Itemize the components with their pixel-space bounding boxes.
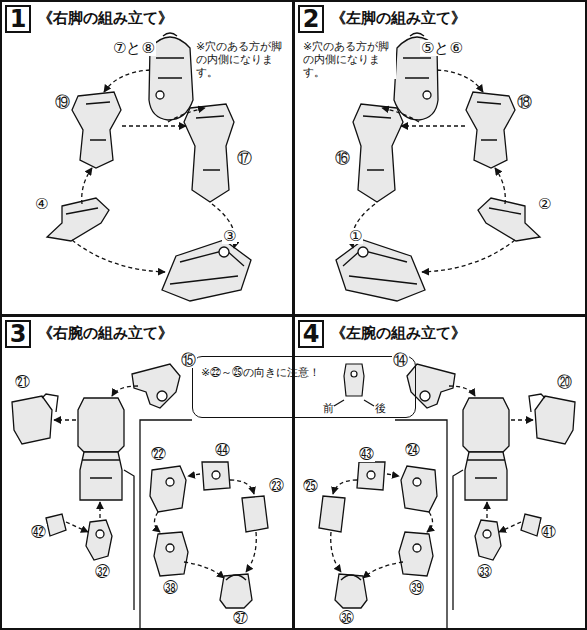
arm-parts	[12, 364, 268, 630]
orientation-icon	[334, 364, 374, 406]
callout-number: ⑱	[516, 94, 533, 110]
callout-number: ㉕	[302, 478, 319, 494]
arm-parts-mirror	[319, 364, 575, 630]
callout-number: ④	[34, 196, 49, 212]
note-text: ※穴のある方が脚の内側になります。	[195, 40, 289, 79]
callout-number: ㊳	[162, 580, 179, 596]
step-heading: 《右脚の組み立て》	[38, 9, 173, 28]
callout-number: ㉓	[268, 478, 285, 494]
callout-number: ③	[222, 228, 237, 244]
callout-number: ⑰	[236, 150, 253, 166]
callout-number: ①	[348, 228, 363, 244]
direction-label: 後	[374, 402, 387, 415]
callout-number: ⑲	[54, 94, 71, 110]
callout-number: ⑦と⑧	[112, 40, 156, 56]
callout-number: ㊹	[214, 442, 231, 458]
callout-number: ㊴	[408, 580, 425, 596]
callout-number: ㊶	[540, 524, 557, 540]
callout-number: ⑭	[392, 352, 409, 368]
callout-number: ㉒	[150, 446, 167, 462]
callout-number: ㉜	[94, 564, 111, 580]
step-heading: 《右腕の組み立て》	[38, 324, 173, 343]
callout-number: ⑮	[180, 352, 197, 368]
callout-number: ②	[537, 196, 552, 212]
step-panel: 3 《右腕の組み立て》	[0, 315, 294, 630]
callout-number: ㊷	[30, 524, 47, 540]
callout-number: ㊱	[338, 610, 355, 626]
callout-number: ⑤と⑥	[420, 40, 464, 56]
callout-number: ㊲	[232, 610, 249, 626]
callout-number: ㉝	[476, 564, 493, 580]
callout-number: ㉑	[14, 374, 31, 390]
callout-number: ⑯	[334, 150, 351, 166]
direction-label: 前	[322, 402, 335, 415]
step-number: 2	[298, 5, 324, 33]
step-heading: 《左脚の組み立て》	[331, 9, 466, 28]
callout-number: ⑳	[556, 374, 573, 390]
step-number: 4	[298, 320, 324, 348]
step-number: 3	[5, 320, 31, 348]
step-panel: 4 《左腕の組み立て》	[293, 315, 587, 630]
note-text: ※穴のある方が脚の内側になります。	[302, 40, 396, 79]
callout-number: ㊸	[358, 446, 375, 462]
callout-number: ㉔	[404, 442, 421, 458]
caution-text: ※㉒～㉕の向きに注意！	[193, 357, 320, 380]
step-heading: 《左腕の組み立て》	[331, 324, 466, 343]
step-number: 1	[5, 5, 31, 33]
